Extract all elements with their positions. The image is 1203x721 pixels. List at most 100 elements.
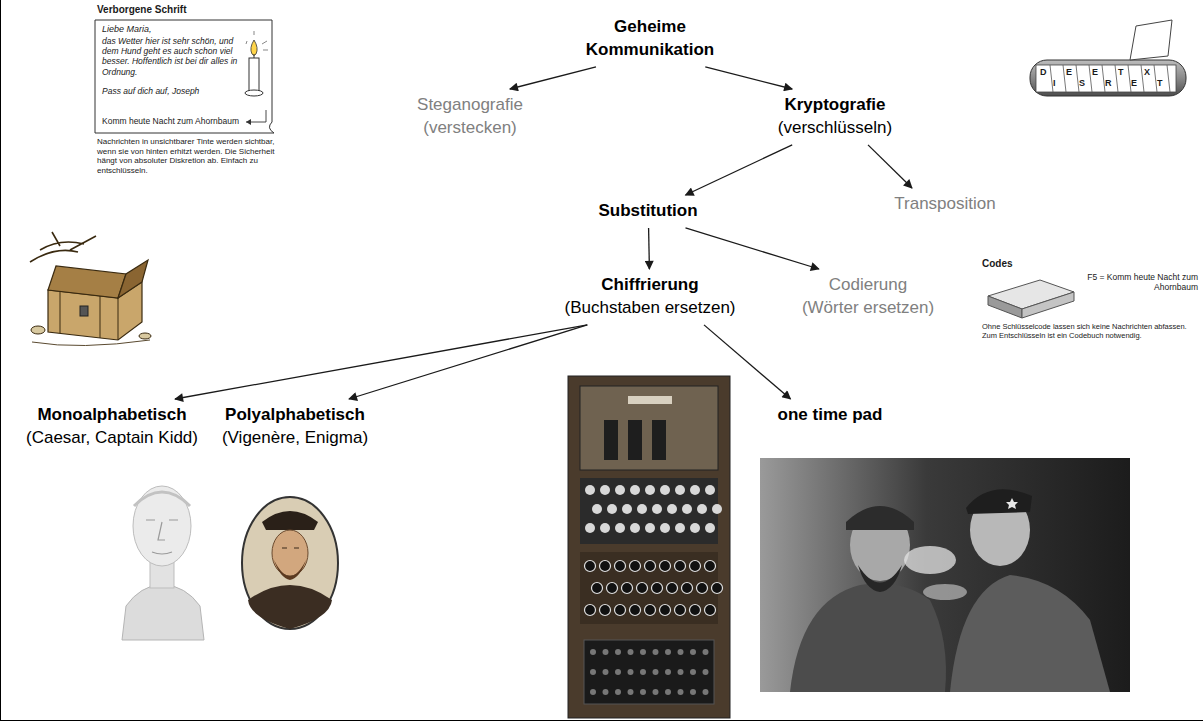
hidden-message: Komm heute Nacht zum Ahornbaum (102, 116, 239, 126)
node-subtext: (Wörter ersetzen) (802, 297, 934, 320)
enigma-plate (628, 396, 672, 404)
node-heading: Substitution (598, 200, 697, 223)
enigma-key (660, 605, 671, 616)
enigma-plug (615, 649, 621, 655)
cipher-letter: X (1144, 67, 1150, 78)
concept-node: Substitution (594, 198, 701, 225)
enigma-plug (653, 649, 659, 655)
letter-illustration (95, 20, 274, 133)
enigma-lamp (690, 485, 700, 495)
enigma-lamp (615, 485, 625, 495)
enigma-lamp (630, 485, 640, 495)
cipher-letter: E (1066, 67, 1072, 78)
code-entry: F5 = Komm heute Nacht zum Ahornbaum (1080, 272, 1198, 292)
tree-branches (30, 232, 96, 262)
vigenere-portrait (242, 497, 338, 629)
enigma-plug (678, 649, 684, 655)
enigma-plug (590, 669, 596, 675)
cipher-letter: E (1092, 67, 1098, 78)
letter-text: das Wetter hier ist sehr schön, und dem … (102, 36, 244, 77)
enigma-plug (628, 689, 634, 695)
enigma-plug (665, 669, 671, 675)
caesar-bust (122, 486, 204, 640)
enigma-key (697, 583, 708, 594)
arrow-connector (648, 228, 650, 269)
strip-windings (1050, 65, 1170, 92)
enigma-plug (640, 649, 646, 655)
arrow-connector (175, 325, 587, 399)
enigma-key (675, 605, 686, 616)
ground-line (32, 340, 150, 346)
enigma-key (667, 583, 678, 594)
photo-figure-left (790, 583, 946, 692)
enigma-lampboard (580, 478, 718, 544)
enigma-lamp (622, 504, 632, 514)
node-heading: Polyalphabetisch (222, 404, 368, 427)
enigma-lamp (675, 485, 685, 495)
enigma-machine (568, 376, 730, 718)
enigma-key (600, 605, 611, 616)
photo-beard-left (858, 565, 902, 592)
portrait-beard (274, 560, 306, 580)
caption-note: Ohne Schlüsselcode lassen sich keine Nac… (982, 322, 1196, 340)
enigma-plug (615, 689, 621, 695)
candle-flame (251, 40, 257, 56)
enigma-rotor (604, 420, 618, 460)
chest-lid-side (118, 260, 148, 298)
enigma-lamp (637, 504, 647, 514)
letter-text: Liebe Maria, (102, 24, 152, 35)
node-subtext: (verstecken) (417, 117, 523, 140)
pointer-line (246, 110, 266, 122)
pointer-head (246, 119, 251, 125)
cipher-letter: S (1079, 78, 1085, 89)
photo-hands (923, 584, 967, 600)
enigma-key (607, 583, 618, 594)
enigma-plugs (590, 649, 709, 695)
node-heading: one time pad (778, 404, 883, 427)
book-spine (988, 296, 1022, 318)
enigma-rotor (652, 420, 666, 460)
scattered-item (31, 326, 45, 334)
enigma-key (585, 561, 596, 572)
enigma-plug (640, 669, 646, 675)
node-heading: Steganografie (417, 94, 523, 117)
enigma-key (682, 583, 693, 594)
codebook-illustration (988, 280, 1074, 318)
book-pages (1022, 292, 1074, 318)
enigma-plugboard (584, 640, 714, 704)
chest-lock (80, 306, 88, 316)
cipher-letter: D (1040, 67, 1047, 78)
concept-node: one time pad (774, 402, 887, 429)
frame-line (0, 720, 1203, 721)
treasure-chest-illustration (30, 232, 151, 346)
caption-note: Nachrichten in unsichtbarer Tinte werden… (97, 137, 279, 175)
enigma-plug (628, 649, 634, 655)
enigma-key (637, 583, 648, 594)
strip-end (1130, 20, 1172, 60)
enigma-key (622, 583, 633, 594)
enigma-lamp (645, 523, 655, 533)
flame-rays (246, 31, 268, 50)
enigma-key (712, 583, 723, 594)
node-heading: Geheime Kommunikation (575, 16, 725, 62)
enigma-lamp (592, 504, 602, 514)
portrait-face (272, 530, 308, 576)
photo-cap (846, 506, 914, 530)
enigma-lamp (705, 523, 715, 533)
enigma-keyboard (580, 552, 718, 624)
enigma-key (615, 561, 626, 572)
photo-ground (760, 458, 1130, 692)
enigma-lamp (652, 504, 662, 514)
enigma-lamp (697, 504, 707, 514)
enigma-plug (678, 669, 684, 675)
node-heading: Chiffrierung (564, 274, 735, 297)
arrow-connector (349, 325, 587, 399)
enigma-plug (628, 669, 634, 675)
enigma-plug (678, 689, 684, 695)
enigma-lamp (645, 485, 655, 495)
portrait-cloak (248, 585, 332, 629)
bust-shoulders (122, 584, 204, 640)
enigma-plug (690, 689, 696, 695)
